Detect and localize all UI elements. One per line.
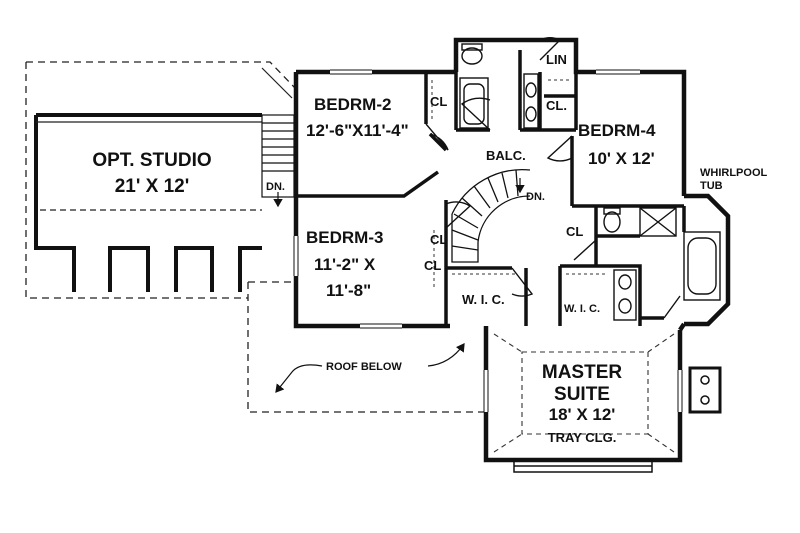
- closet-label-bed2: CL: [430, 94, 447, 109]
- whirlpool-label-line1: WHIRLPOOL: [700, 167, 767, 179]
- plumbing-fixtures: [459, 43, 721, 321]
- whirlpool-label-line2: TUB: [700, 180, 723, 192]
- tray-ceiling: [493, 333, 675, 453]
- stair-arrows: [273, 178, 525, 208]
- linen-label: LIN: [546, 52, 567, 67]
- bedrm3-name: BEDRM-3: [306, 228, 383, 247]
- closet-label-bed3: CL: [424, 258, 441, 273]
- room-labels: OPT. STUDIO 21' X 12' BEDRM-2 12'-6"X11'…: [92, 95, 656, 445]
- wic-left-label: W. I. C.: [462, 292, 505, 307]
- master-bay: [513, 459, 653, 473]
- door-swings: [425, 37, 681, 319]
- roof-below-label: ROOF BELOW: [326, 361, 402, 373]
- curved-staircase: [451, 168, 531, 263]
- master-side-fixture: [688, 366, 722, 414]
- studio-inner-lines: [36, 67, 293, 211]
- interior-walls: [296, 50, 686, 326]
- studio-stair-down-label: DN.: [266, 181, 285, 193]
- studio-size: 21' X 12': [115, 176, 190, 197]
- fixture-labels: BALC. DN. DN. CL CL. CL CL CL LIN W. I. …: [266, 52, 767, 373]
- master-note: TRAY CLG.: [548, 430, 617, 445]
- master-name-line1: MASTER: [542, 362, 623, 383]
- bedrm4-name: BEDRM-4: [578, 121, 656, 140]
- bedrm3-size-line2: 11'-8": [326, 281, 371, 300]
- bedrm2-size: 12'-6"X11'-4": [306, 121, 409, 140]
- wic-right-label: W. I. C.: [564, 303, 600, 315]
- closet-label-bath: CL.: [546, 98, 567, 113]
- closet-shelves: [431, 79, 608, 290]
- studio-walls: [34, 113, 262, 292]
- closet-label-hall: CL: [566, 224, 583, 239]
- roof-below-leaders: [275, 343, 465, 393]
- windows: [294, 70, 682, 412]
- balcony-label: BALC.: [486, 148, 526, 163]
- master-name-line2: SUITE: [554, 384, 610, 405]
- bedrm4-size: 10' X 12': [588, 149, 655, 168]
- window-frames: [293, 69, 683, 412]
- master-size: 18' X 12': [549, 405, 616, 424]
- bedrm2-name: BEDRM-2: [314, 95, 391, 114]
- stair-down-label: DN.: [526, 191, 545, 203]
- studio-name: OPT. STUDIO: [92, 150, 211, 171]
- studio-outline: [25, 61, 296, 299]
- roof-below-outline: [247, 281, 485, 413]
- bedrm3-size-line1: 11'-2" X: [314, 255, 376, 274]
- closet-label-bed3b: CL: [430, 232, 447, 247]
